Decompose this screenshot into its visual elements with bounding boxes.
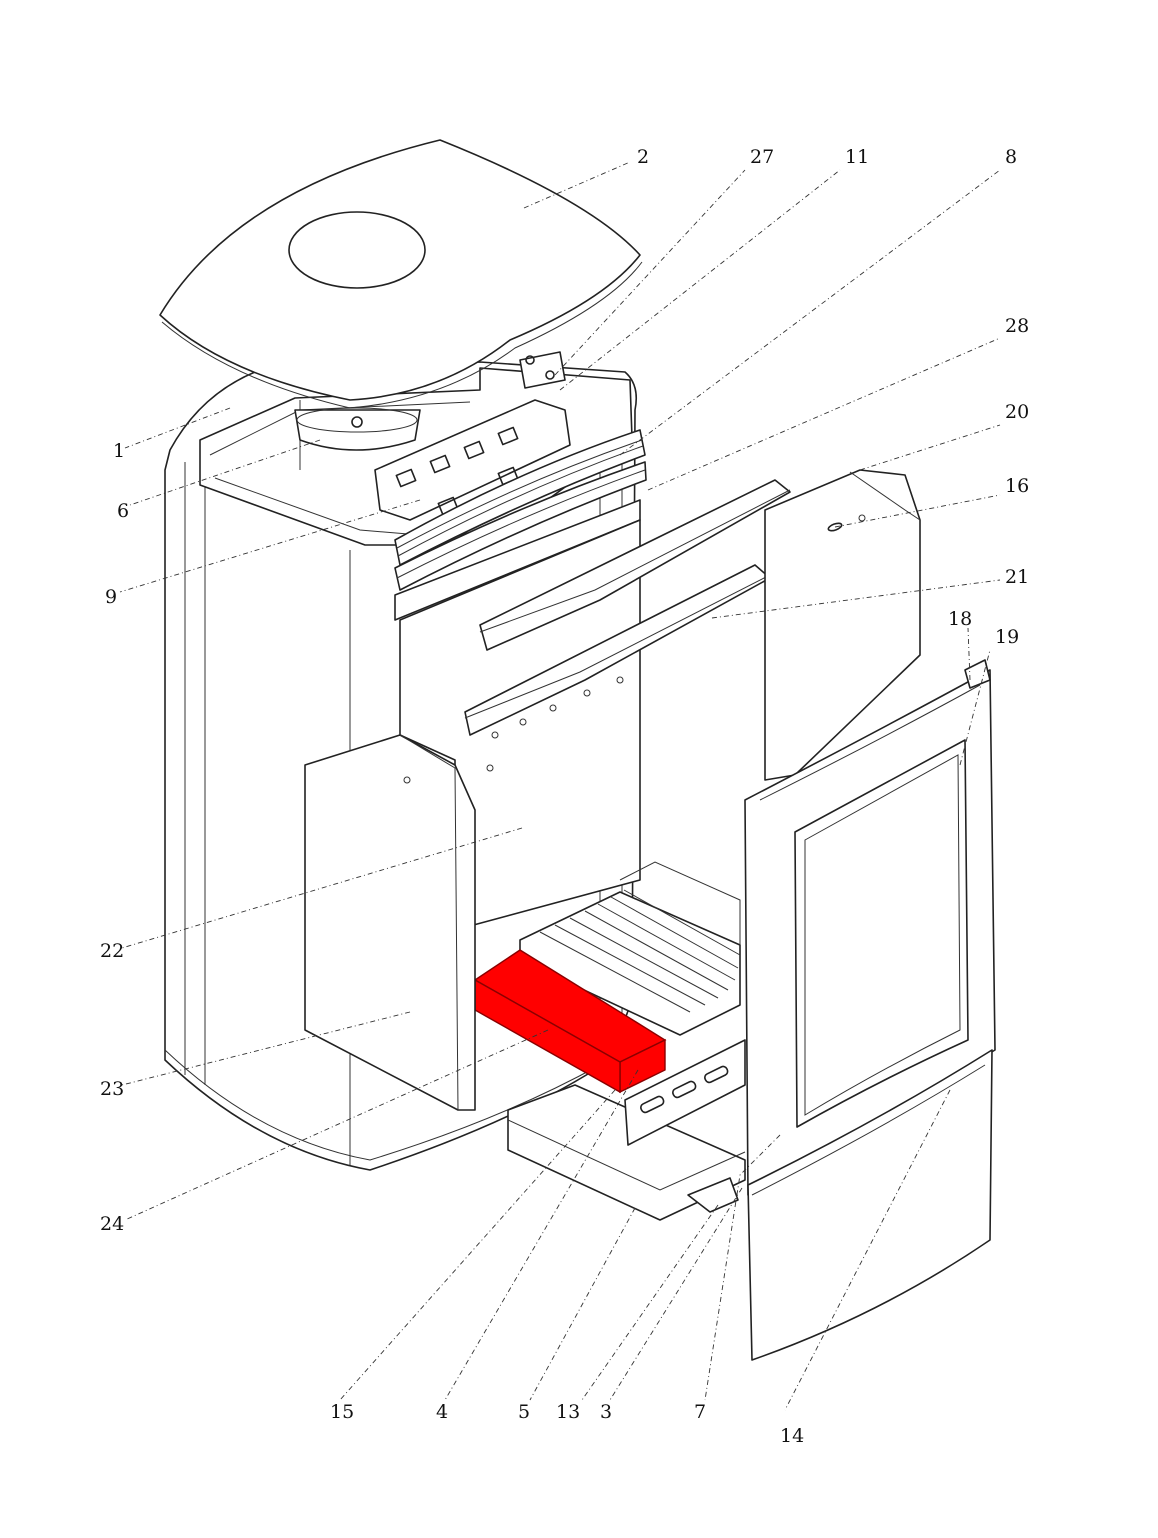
mounting-plate <box>374 351 571 521</box>
callout-21: 21 <box>1005 566 1029 588</box>
callout-20: 20 <box>1005 401 1029 423</box>
callout-8: 8 <box>1005 146 1017 168</box>
callout-1: 1 <box>113 440 125 462</box>
callout-14: 14 <box>780 1425 804 1447</box>
highlighted-hearth-brick <box>473 949 667 1094</box>
callout-2: 2 <box>637 146 649 168</box>
front-door <box>744 659 996 1196</box>
callout-27: 27 <box>750 146 774 168</box>
lower-front-panel <box>747 1049 993 1361</box>
callout-6: 6 <box>117 500 129 522</box>
front-bracket <box>624 1039 746 1146</box>
callout-5: 5 <box>518 1401 530 1423</box>
callout-3: 3 <box>600 1401 612 1423</box>
callout-labels: 2 27 11 8 28 20 16 21 18 19 1 6 9 22 23 … <box>100 146 1029 1447</box>
top-cover-plate <box>159 139 643 409</box>
right-side-firebrick <box>764 469 921 781</box>
callout-4: 4 <box>436 1401 448 1423</box>
callout-15: 15 <box>330 1401 354 1423</box>
callout-28: 28 <box>1005 315 1029 337</box>
callout-13: 13 <box>556 1401 580 1423</box>
left-side-firebrick <box>304 734 476 1111</box>
callout-22: 22 <box>100 940 124 962</box>
callout-7: 7 <box>694 1401 706 1423</box>
callout-23: 23 <box>100 1078 124 1100</box>
ash-tray <box>507 1084 746 1221</box>
flue-collar <box>294 407 421 451</box>
callout-18: 18 <box>948 608 972 630</box>
callout-24: 24 <box>100 1213 124 1235</box>
callout-16: 16 <box>1005 475 1029 497</box>
callout-19: 19 <box>995 626 1019 648</box>
baffle-plates <box>464 479 791 736</box>
leader-lines <box>119 161 1001 1411</box>
callout-9: 9 <box>105 586 117 608</box>
callout-11: 11 <box>845 146 869 168</box>
